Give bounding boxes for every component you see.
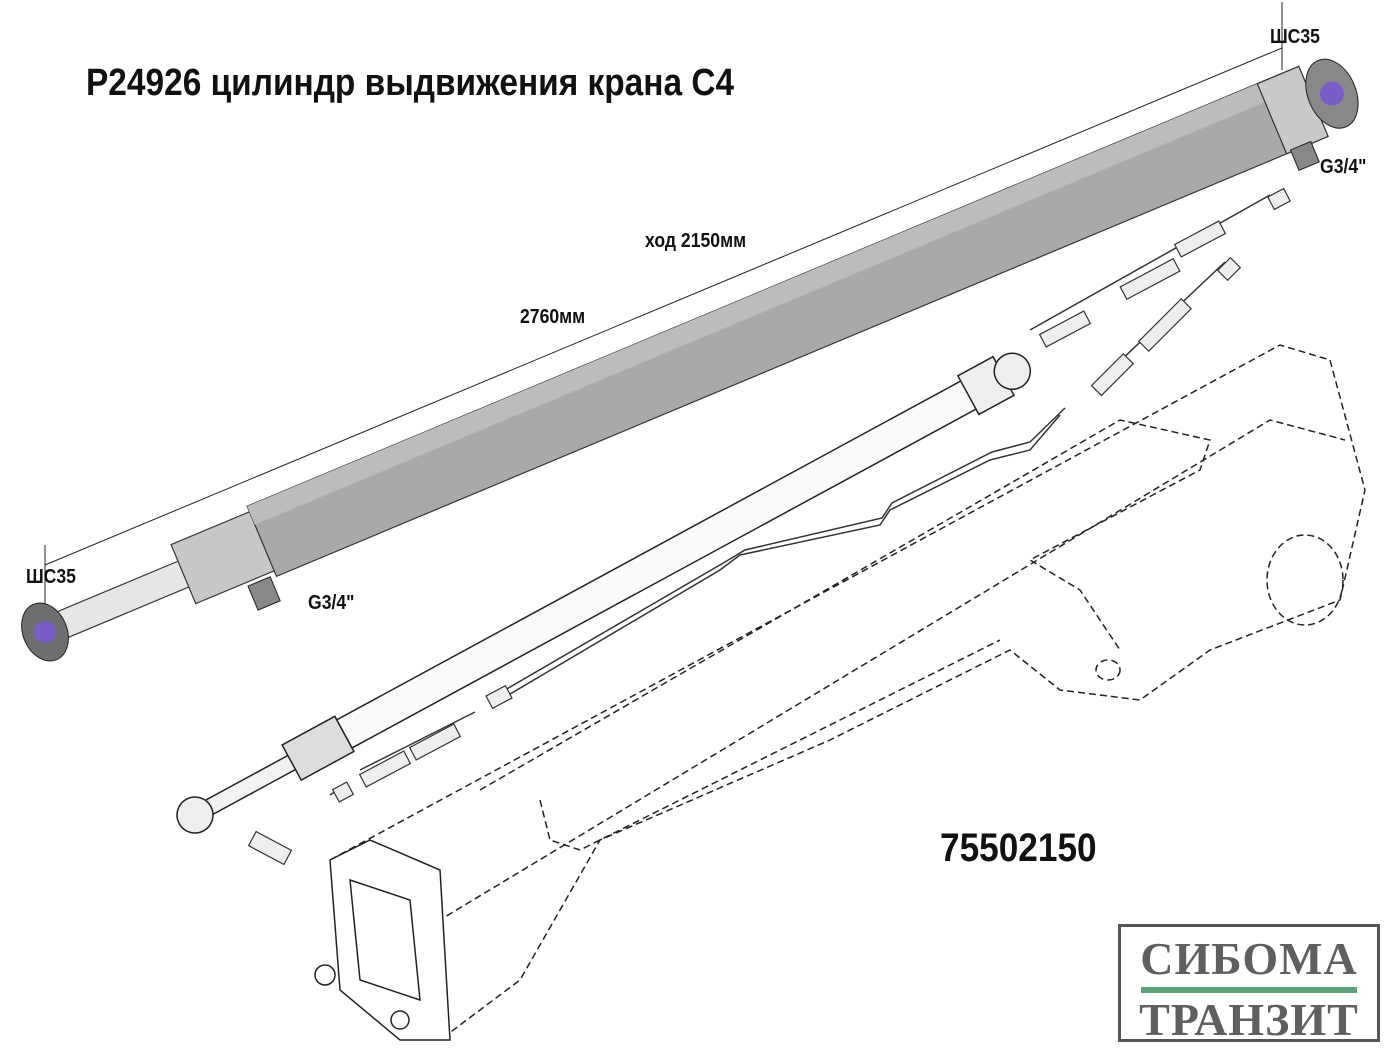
port-label-left: G3/4" [308,592,355,614]
length-label: 2760мм [520,306,586,328]
company-logo: СИБОМА ТРАНЗИТ [1118,924,1380,1045]
bearing-label-left: ШС35 [26,566,76,588]
part-number: 75502150 [940,826,1097,870]
main-cylinder [21,58,1359,662]
drawing-title: Р24926 цилиндр выдвижения крана С4 [86,62,735,104]
bearing-label-right: ШС35 [1270,26,1320,48]
boom-end-frame [314,839,451,1041]
fittings [247,187,1292,866]
logo-line2: ТРАНЗИТ [1139,994,1359,1045]
logo-line1: СИБОМА [1140,933,1358,984]
stroke-label: ход 2150мм [645,230,747,252]
crane-boom [329,344,1366,1041]
logo-stripe [1141,987,1357,993]
exploded-cylinder [176,352,1032,834]
port-label-right: G3/4" [1320,156,1367,178]
